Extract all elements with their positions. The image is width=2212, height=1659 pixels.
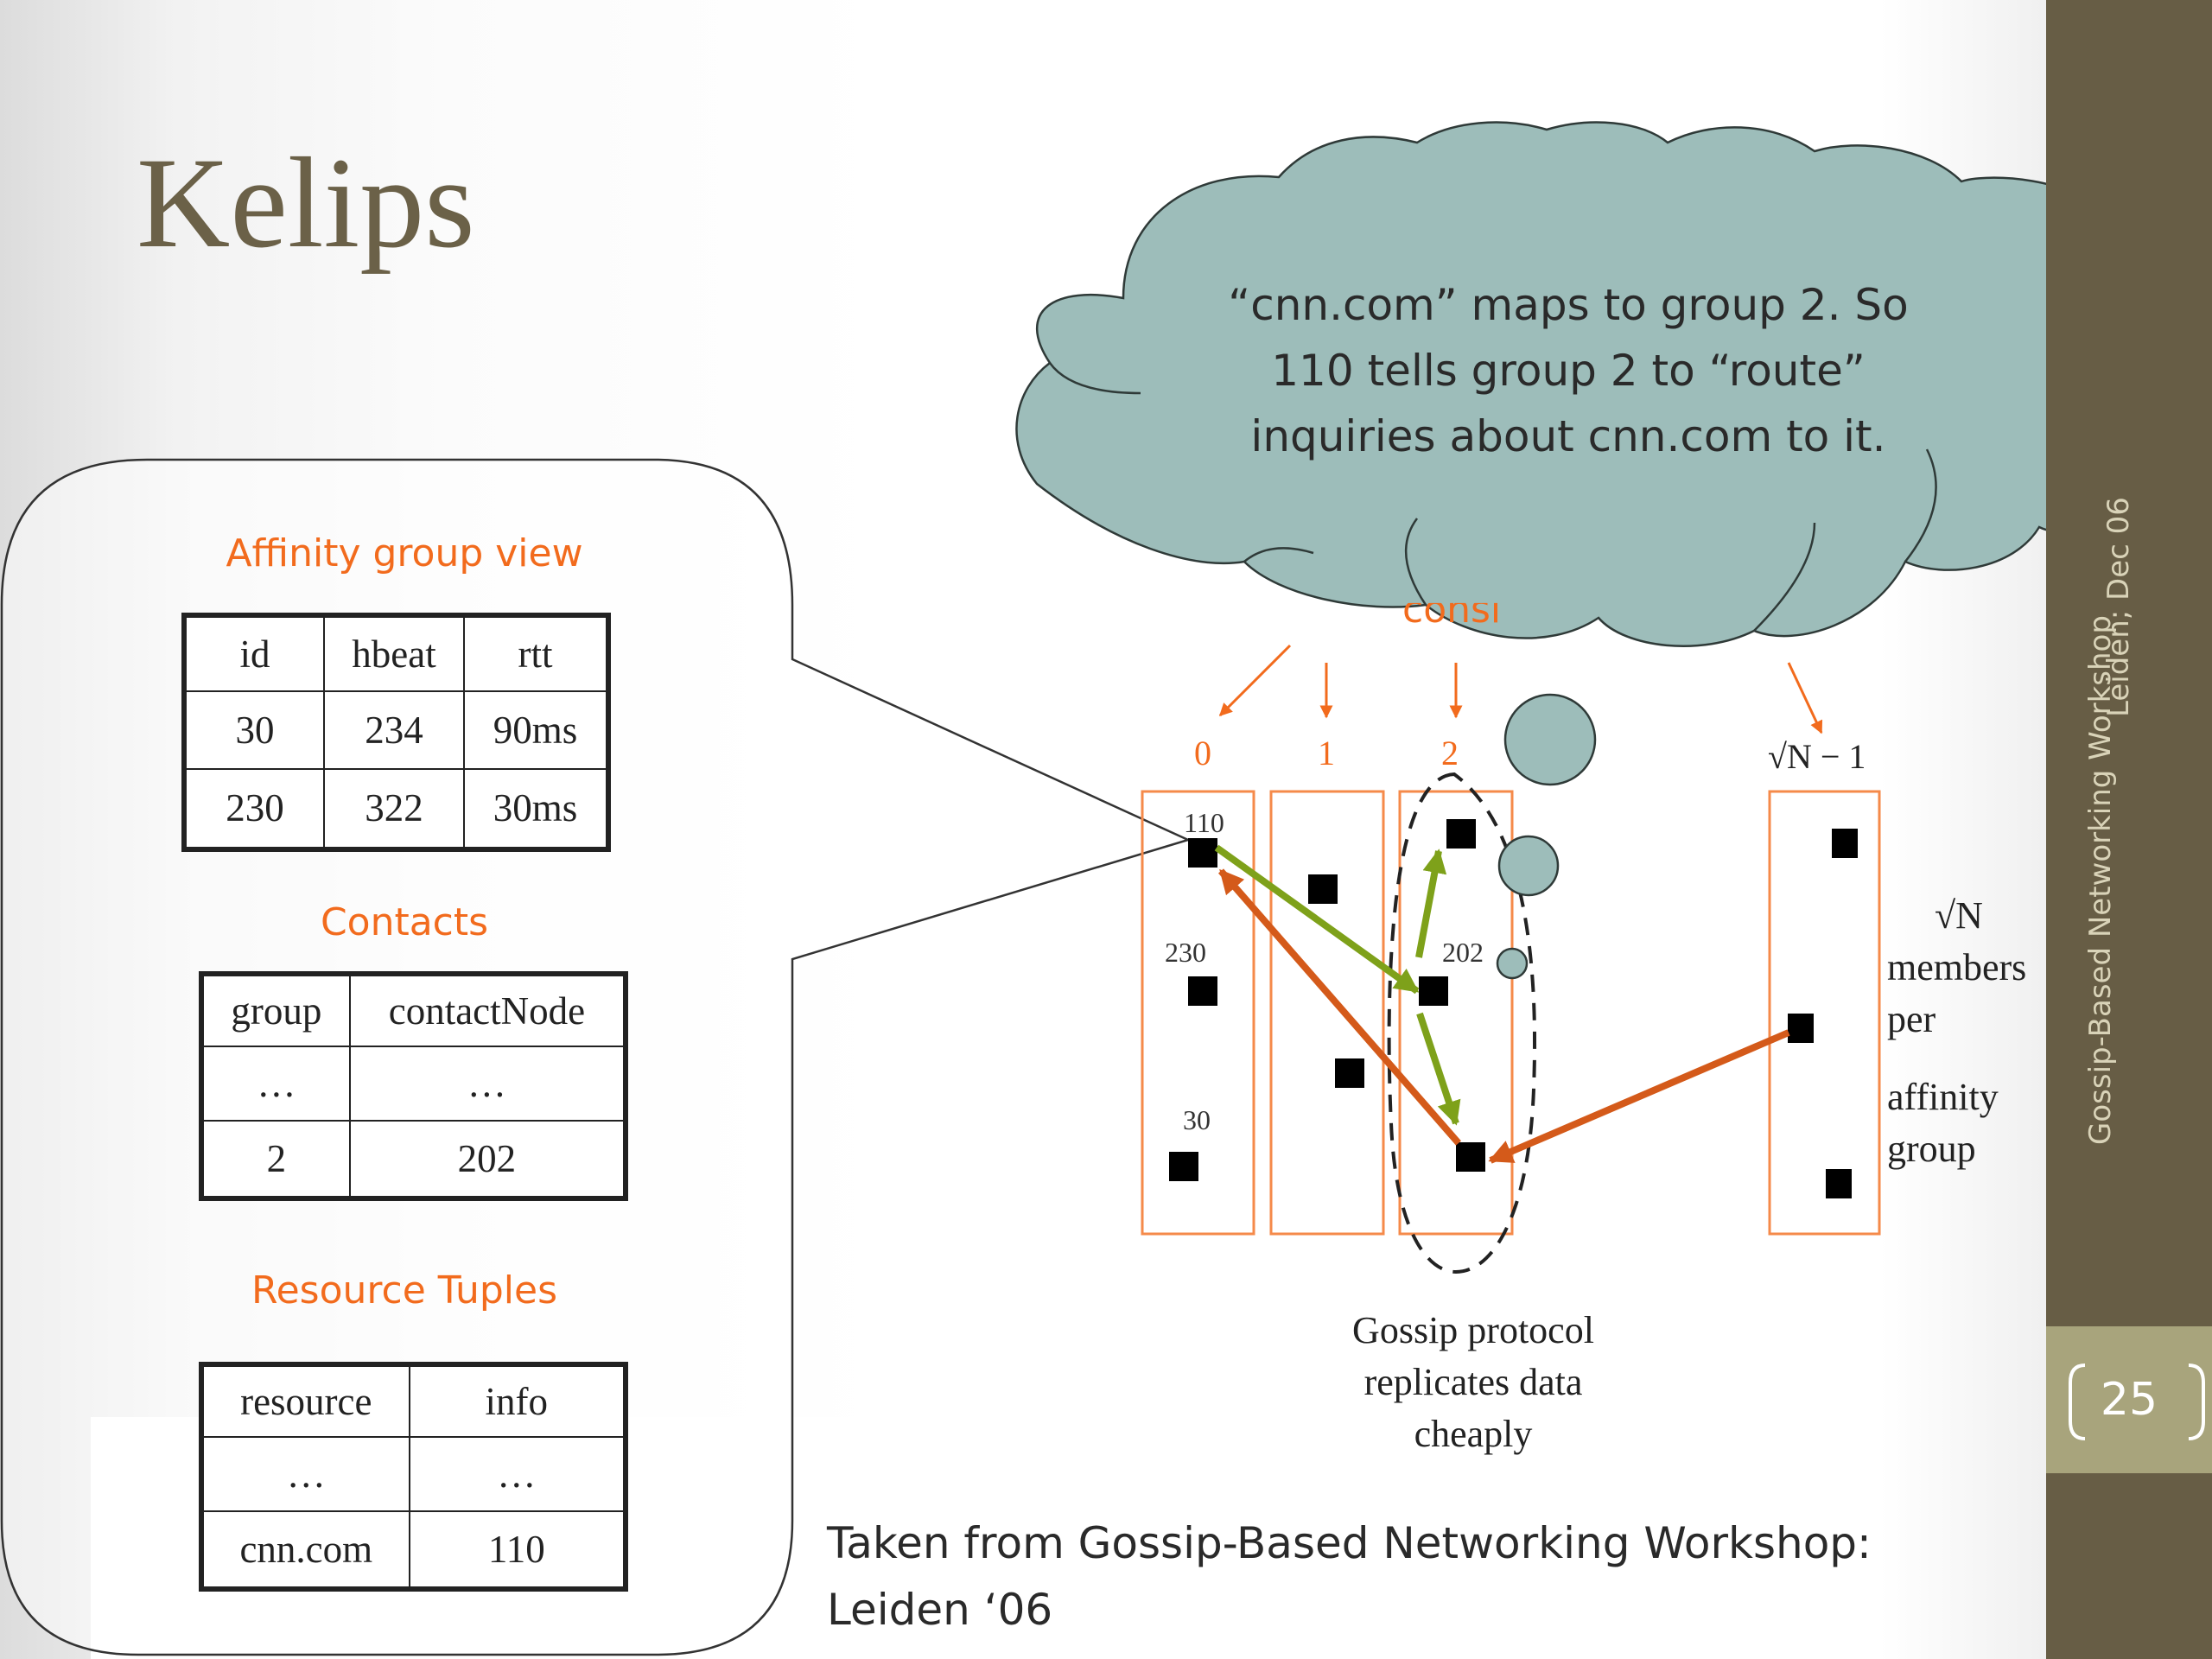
rust-arrow-bottom-to-110	[1217, 868, 1462, 1146]
gossip-note-line: replicates data	[1363, 1361, 1583, 1403]
table-row: … …	[200, 1045, 627, 1122]
thought-bubble-medium	[1497, 835, 1560, 897]
table-cell: 110	[408, 1510, 627, 1590]
affinity-group-view-label: Affinity group view	[226, 531, 583, 575]
node-glast-c	[1826, 1169, 1852, 1198]
group-label-1: 1	[1318, 734, 1335, 772]
table-header-cell: rtt	[463, 614, 609, 692]
source-caption: Taken from Gossip-Based Networking Works…	[827, 1510, 1872, 1643]
green-arrow-202-to-bottom	[1416, 1012, 1461, 1126]
cloud-text-line: 110 tells group 2 to “route”	[1271, 346, 1866, 396]
thought-cloud-text: “cnn.com” maps to group 2. So 110 tells …	[1123, 272, 2013, 469]
cloud-text-line: “cnn.com” maps to group 2. So	[1228, 280, 1909, 330]
table-cell: 322	[323, 767, 466, 851]
page-number-brackets-icon	[2069, 1363, 2205, 1440]
table-header-row: group contactNode	[200, 973, 627, 1047]
node-glast-a	[1832, 829, 1858, 858]
caption-line: Taken from Gossip-Based Networking Works…	[827, 1518, 1872, 1568]
table-header-cell: hbeat	[323, 614, 466, 692]
table-cell: 30ms	[463, 767, 609, 851]
node-label-230: 230	[1165, 937, 1206, 968]
table-cell: 202	[348, 1120, 627, 1199]
table-header-row: id hbeat rtt	[182, 614, 609, 692]
table-header-cell: contactNode	[348, 973, 627, 1047]
table-header-cell: id	[182, 614, 326, 692]
table-row: 2 202	[200, 1120, 627, 1199]
group-label-0: 0	[1194, 734, 1211, 772]
group-box-1	[1269, 790, 1385, 1236]
table-header-row: resource info	[200, 1363, 627, 1438]
node-label-110: 110	[1184, 807, 1224, 838]
group-box-0	[1141, 790, 1255, 1236]
members-note-line: per	[1887, 998, 1936, 1040]
node-g1-b	[1335, 1058, 1364, 1088]
resource-tuples-label: Resource Tuples	[251, 1268, 557, 1313]
page-number-band	[2046, 1326, 2212, 1473]
gossip-protocol-note: Gossip protocol replicates data cheaply	[1279, 1305, 1668, 1460]
table-row: cnn.com 110	[200, 1510, 627, 1590]
table-header-cell: info	[408, 1363, 627, 1438]
green-arrow-110-to-202	[1214, 844, 1420, 995]
cloud-text-line: inquiries about cnn.com to it.	[1250, 411, 1886, 461]
arrow-to-group-last	[1787, 662, 1823, 734]
node-g1-a	[1308, 874, 1338, 904]
group-box-last	[1768, 790, 1881, 1236]
thought-bubble-small	[1496, 947, 1529, 980]
sidebar-footer-left: Gossip-Based Networking Workshop	[2082, 615, 2119, 1145]
gossip-note-line: Gossip protocol	[1352, 1309, 1594, 1351]
node-110	[1188, 838, 1217, 868]
node-30	[1169, 1152, 1198, 1181]
node-202	[1419, 976, 1448, 1006]
table-row: 230 322 30ms	[182, 767, 609, 851]
node-g2-bottom	[1456, 1142, 1485, 1172]
members-per-group-note: √N members per affinity group	[1887, 890, 2026, 1175]
gossip-dashed-ellipse	[1387, 772, 1537, 1274]
table-cell: …	[200, 1045, 351, 1122]
green-arrow-202-to-top	[1415, 849, 1447, 958]
table-cell: 234	[323, 690, 466, 770]
table-cell: cnn.com	[200, 1510, 410, 1590]
rust-arrow-last-to-bottom	[1488, 1029, 1790, 1164]
table-cell: …	[200, 1435, 410, 1513]
footer-left-text: Gossip-Based Networking Workshop	[2083, 615, 2118, 1145]
table-header-cell: resource	[200, 1363, 410, 1438]
contacts-table: group contactNode … … 2 202	[199, 971, 628, 1201]
group-label-last: √N − 1	[1768, 737, 1866, 776]
node-230	[1188, 976, 1217, 1006]
affinity-group-table: id hbeat rtt 30 234 90ms 230 322 30ms	[181, 613, 611, 852]
members-note-line: affinity	[1887, 1076, 1999, 1118]
members-note-line: members	[1887, 946, 2027, 988]
caption-line: Leiden ‘06	[827, 1585, 1053, 1635]
thought-bubble-large	[1503, 693, 1597, 786]
table-cell: …	[348, 1045, 627, 1122]
members-note-line: √N	[1935, 894, 1983, 937]
table-cell: 230	[182, 767, 326, 851]
table-cell: 2	[200, 1120, 351, 1199]
node-label-30: 30	[1183, 1104, 1211, 1135]
table-header-cell: group	[200, 973, 351, 1047]
resource-tuples-table: resource info … … cnn.com 110	[199, 1362, 628, 1592]
contacts-label: Contacts	[320, 900, 489, 944]
node-g2-top	[1446, 819, 1476, 849]
slide-title: Kelips	[137, 131, 475, 275]
node-label-202: 202	[1442, 937, 1484, 968]
table-cell: 90ms	[463, 690, 609, 770]
arrow-to-group-0	[1218, 644, 1292, 717]
table-row: 30 234 90ms	[182, 690, 609, 770]
node-glast-b	[1788, 1014, 1814, 1043]
group-box-2	[1398, 790, 1514, 1236]
members-note-line: group	[1887, 1128, 1976, 1170]
table-cell: 30	[182, 690, 326, 770]
page-number: 25	[2100, 1374, 2158, 1426]
gossip-note-line: cheaply	[1414, 1413, 1533, 1455]
thought-cloud	[1015, 121, 2212, 648]
table-cell: …	[408, 1435, 627, 1513]
table-row: … …	[200, 1435, 627, 1513]
hidden-orange-text: consi	[1402, 588, 1502, 632]
group-label-2: 2	[1441, 734, 1459, 772]
